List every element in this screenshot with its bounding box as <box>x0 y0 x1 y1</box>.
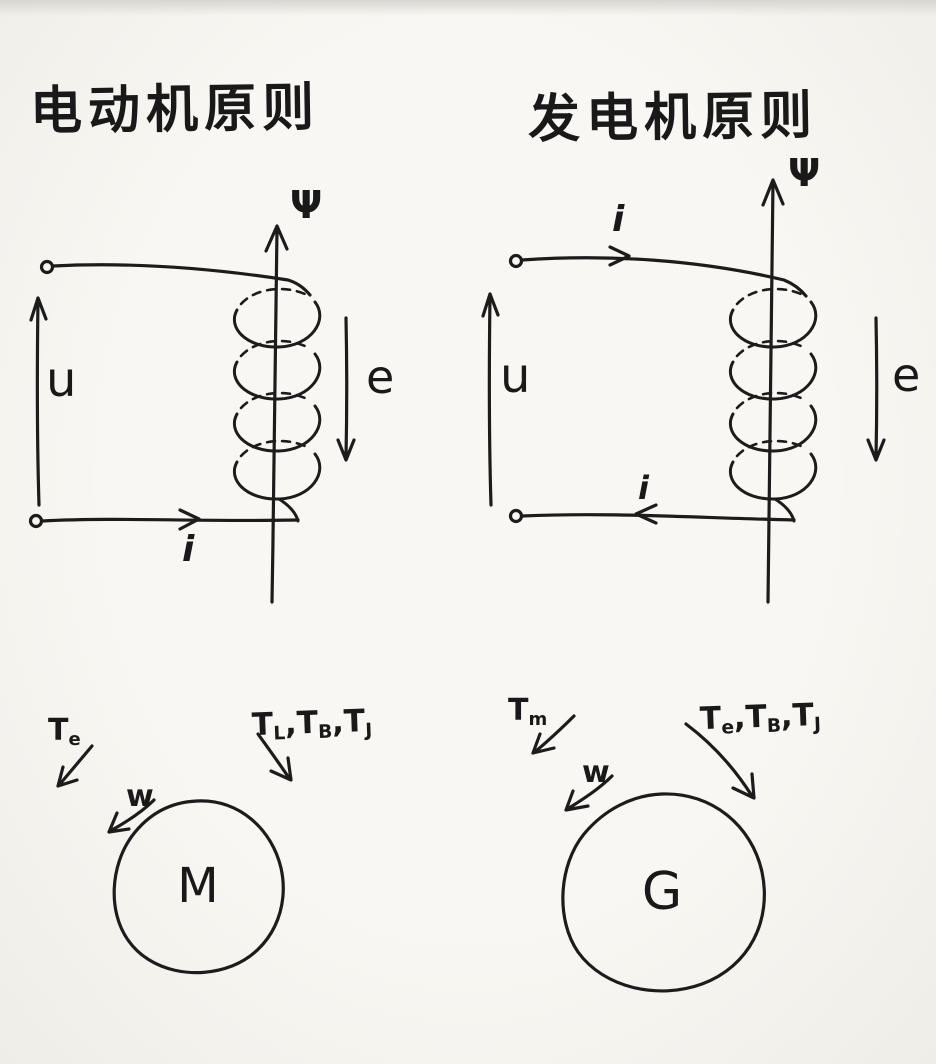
generator-circuit-drawing <box>481 178 886 604</box>
torque-symbol: T <box>251 706 274 744</box>
motor-emf-label: e <box>366 350 395 404</box>
motor-top-terminal <box>39 259 55 275</box>
generator-drive-torque-label: Tm <box>508 696 547 729</box>
torque-symbol: T <box>744 698 768 736</box>
generator-bottom-wire <box>520 513 796 522</box>
motor-speed-label: w <box>126 779 154 814</box>
generator-bottom-current-arrowhead <box>634 503 658 525</box>
generator-drive-torque-arrow <box>531 714 576 755</box>
generator-voltage-arrow <box>481 292 500 507</box>
torque-subscript: e <box>68 729 81 751</box>
torque-symbol: T <box>296 704 319 742</box>
motor-bottom-wire <box>40 517 300 523</box>
torque-subscript: e <box>721 717 735 739</box>
motor-coil-front <box>233 300 322 523</box>
motor-opposing-torques-label: TL,TB,TJ <box>251 703 373 745</box>
motor-drive-torque-label: Te <box>48 716 81 749</box>
motor-coil-back-dashed <box>239 287 311 458</box>
motor-flux-axis-arrow <box>264 224 289 604</box>
generator-coil-back-dashed <box>735 287 807 458</box>
motor-section-title: 电动机原则 <box>29 77 321 143</box>
generator-top-current-label: i <box>612 199 625 240</box>
generator-machine-letter: G <box>641 862 683 922</box>
generator-section-title: 发电机原则 <box>527 85 819 151</box>
motor-load-torque-arrow <box>256 732 293 782</box>
generator-top-wire <box>520 256 808 298</box>
generator-bottom-terminal <box>508 508 524 524</box>
motor-flux-label: Ψ <box>290 183 323 227</box>
generator-emf-arrow <box>866 316 886 462</box>
generator-coil-front <box>729 300 818 523</box>
motor-drive-torque-arrow <box>56 744 94 788</box>
torque-subscript: B <box>317 721 333 743</box>
motor-mechanical-drawing <box>56 732 293 975</box>
torque-subscript: B <box>766 715 782 737</box>
torque-symbol: T <box>508 693 529 728</box>
motor-speed-arrow <box>107 798 156 834</box>
torque-subscript: m <box>528 709 548 731</box>
motor-current-arrowhead <box>178 508 201 531</box>
generator-machine-circle <box>561 792 766 993</box>
generator-mechanical-drawing <box>531 714 766 993</box>
motor-top-wire <box>51 263 312 297</box>
generator-bottom-current-label: i <box>638 469 649 507</box>
generator-opposing-torques-label: Te,TB,TJ <box>699 697 822 739</box>
torque-subscript: L <box>273 723 286 745</box>
generator-speed-arrow <box>564 774 614 812</box>
motor-machine-letter: M <box>177 858 219 914</box>
generator-top-terminal <box>508 253 524 269</box>
generator-opposing-torque-arrow <box>684 722 756 800</box>
generator-emf-label: e <box>892 348 921 402</box>
torque-symbol: T <box>791 697 815 734</box>
motor-voltage-arrow <box>29 296 48 507</box>
torque-symbol: T <box>699 700 722 738</box>
generator-flux-label: Ψ <box>788 151 821 195</box>
generator-voltage-label: u <box>500 348 531 404</box>
torque-subscript: J <box>364 720 373 742</box>
motor-bottom-terminal <box>28 513 44 529</box>
generator-flux-axis-arrow <box>761 178 785 604</box>
motor-current-label: i <box>182 529 195 570</box>
generator-speed-label: w <box>582 755 610 790</box>
torque-subscript: J <box>813 714 822 736</box>
motor-voltage-label: u <box>46 352 77 408</box>
generator-top-current-arrowhead <box>608 245 631 267</box>
motor-emf-arrow <box>336 316 356 462</box>
motor-circuit-drawing <box>28 224 356 604</box>
torque-symbol: T <box>48 713 69 748</box>
torque-symbol: T <box>343 703 366 740</box>
motor-machine-circle <box>112 799 285 975</box>
